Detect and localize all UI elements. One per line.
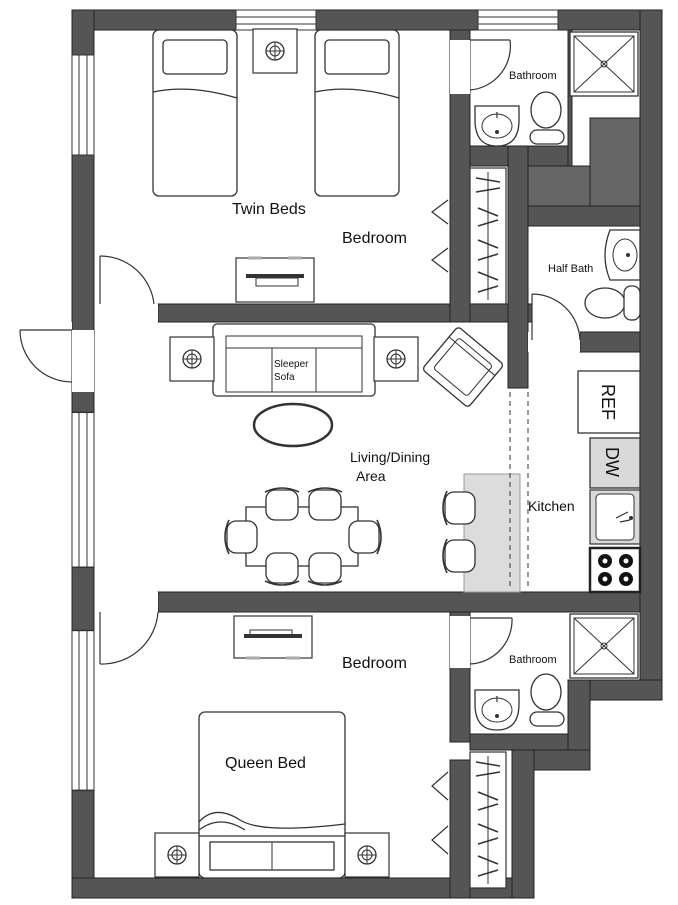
bathroom-bottom-label: Bathroom [509, 654, 557, 666]
doors [18, 39, 581, 668]
sink-top [474, 105, 520, 147]
bedroom-bottom-label: Bedroom [342, 655, 407, 672]
kitchen-label: Kitchen [528, 498, 575, 514]
living-label-2: Area [356, 468, 386, 484]
closet-top [469, 167, 507, 305]
dining-chair [307, 552, 343, 586]
bedroom-top-label: Bedroom [342, 230, 407, 247]
end-table-left [169, 336, 215, 382]
armchair [423, 327, 503, 407]
dining-chair [264, 552, 300, 586]
refrigerator-label: REF [598, 384, 618, 420]
coffee-table [252, 402, 334, 448]
nightstand-lamp [344, 832, 390, 878]
bathroom-top-label: Bathroom [509, 70, 557, 82]
shower-top [569, 31, 639, 97]
shower-bottom [569, 613, 639, 679]
dishwasher-label: DW [602, 447, 622, 477]
sleeper-sofa-label-2: Sofa [274, 372, 295, 383]
twin-bed-right [314, 29, 400, 197]
bar-stool [442, 490, 476, 526]
sink-bottom [474, 689, 520, 731]
living-label-1: Living/Dining [350, 449, 430, 465]
queen-bed [198, 711, 346, 879]
refrigerator: REF [577, 370, 641, 434]
closet-doors-top [431, 199, 449, 273]
nightstand-lamp [154, 832, 200, 878]
dishwasher: DW [589, 437, 641, 489]
end-table-right [373, 336, 419, 382]
kitchen-island [463, 473, 521, 593]
dresser-top [235, 256, 315, 303]
twin-bed-left [152, 29, 238, 197]
stove [588, 546, 642, 594]
dining-chair [264, 487, 300, 521]
toilet-half-bath [584, 285, 641, 321]
bar-stool [442, 538, 476, 574]
nightstand-lamp [252, 28, 298, 74]
toilet-bottom [529, 673, 565, 727]
toilet-top [529, 91, 565, 145]
closet-bottom [469, 751, 507, 889]
dresser-bottom [233, 615, 313, 660]
dining-chair [307, 487, 343, 521]
sink-half-bath [604, 229, 641, 281]
half-bath-label: Half Bath [548, 263, 593, 275]
dining-table [245, 506, 359, 567]
dining-chair [224, 519, 258, 555]
sleeper-sofa-label-1: Sleeper [274, 359, 309, 370]
queen-bed-label: Queen Bed [225, 755, 306, 772]
kitchen-counter-lines [509, 392, 529, 590]
dining-chair [348, 519, 382, 555]
kitchen-sink [589, 489, 641, 545]
closet-doors-bottom [431, 771, 449, 855]
twin-beds-label: Twin Beds [232, 201, 306, 218]
